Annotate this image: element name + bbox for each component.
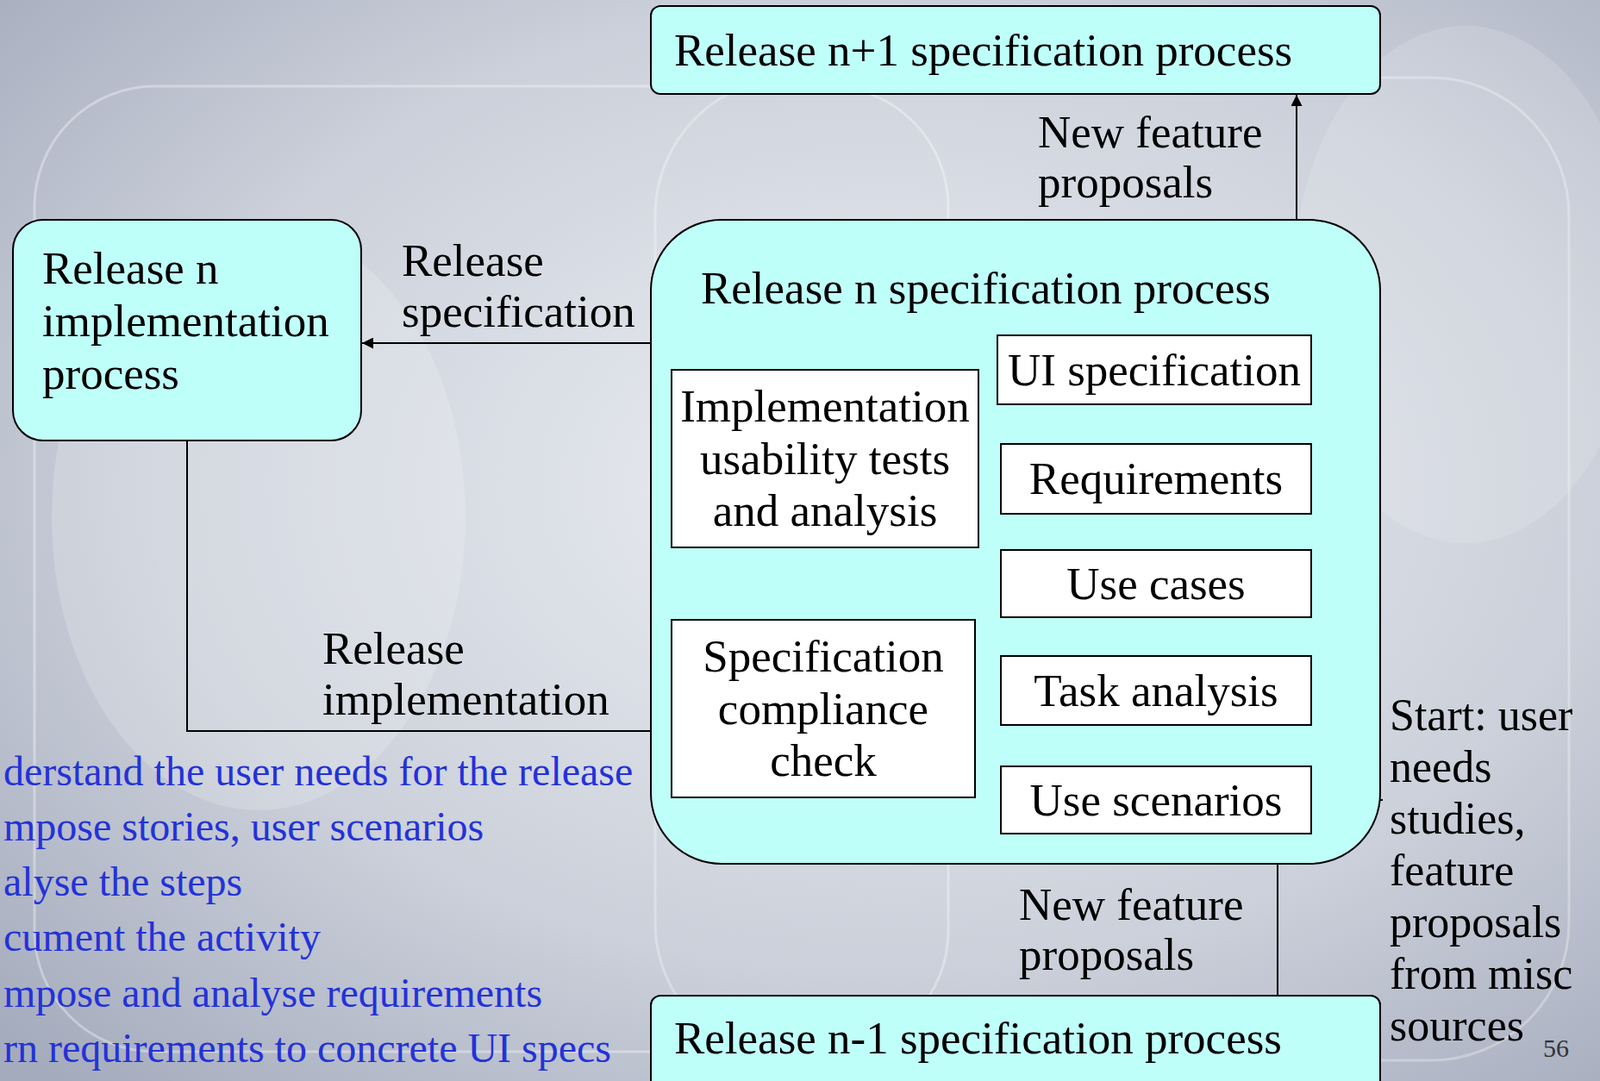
step-box: Requirements bbox=[1000, 443, 1313, 515]
box-label: Use cases bbox=[1066, 557, 1246, 611]
region-title: Release n specification process bbox=[700, 262, 1271, 315]
process-box: Release n-1 specification process bbox=[650, 994, 1382, 1081]
edge-label: New feature proposals bbox=[1018, 879, 1269, 981]
bullet-text: derstand the user needs for the release bbox=[3, 743, 633, 800]
box-label: Task analysis bbox=[1033, 664, 1278, 718]
bullet-text: alyse the steps bbox=[3, 854, 243, 910]
box-label: Release n-1 specification process bbox=[674, 1012, 1282, 1065]
box-label: Use scenarios bbox=[1030, 774, 1283, 827]
process-box: Release n+1 specification process bbox=[650, 5, 1382, 95]
box-label: Requirements bbox=[1029, 452, 1283, 506]
process-box: Release n implementation process bbox=[12, 218, 363, 442]
step-box: Specification compliance check bbox=[670, 618, 976, 799]
box-label: Release n implementation process bbox=[42, 242, 344, 400]
bullet-text: cument the activity bbox=[3, 909, 321, 965]
bullet-text: rn requirements to concrete UI specs bbox=[3, 1020, 612, 1076]
start-note: Start: user needs studies, feature propo… bbox=[1389, 689, 1594, 1052]
box-label: UI specification bbox=[1007, 343, 1301, 397]
edge-label: Release specification bbox=[401, 235, 644, 337]
bullet-text: mpose and analyse requirements bbox=[3, 965, 543, 1021]
step-box: Use scenarios bbox=[1000, 765, 1313, 835]
step-box: Implementation usability tests and analy… bbox=[670, 368, 980, 549]
flow-arrow bbox=[187, 441, 671, 732]
step-box: UI specification bbox=[996, 334, 1313, 406]
step-box: Use cases bbox=[1000, 549, 1313, 619]
slide-number: 56 bbox=[1543, 1032, 1569, 1064]
box-label: Specification compliance check bbox=[679, 630, 968, 788]
box-label: Release n+1 specification process bbox=[674, 24, 1293, 77]
bullet-text: mpose stories, user scenarios bbox=[3, 799, 484, 855]
edge-label: New feature proposals bbox=[1037, 106, 1288, 208]
box-label: Implementation usability tests and analy… bbox=[679, 380, 971, 538]
edge-label: Release implementation bbox=[322, 623, 625, 725]
step-box: Task analysis bbox=[1000, 655, 1313, 726]
process-region: Release n specification process UI specif… bbox=[650, 218, 1382, 865]
